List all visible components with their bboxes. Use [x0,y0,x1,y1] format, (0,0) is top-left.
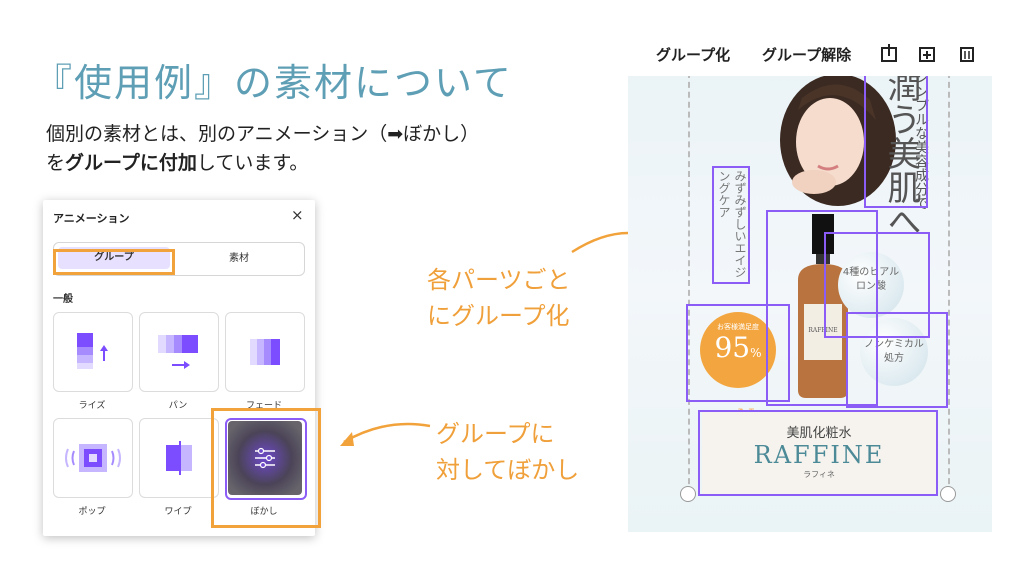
animation-pan[interactable] [139,312,219,392]
ad-bubble-hyaluronic: 4種のヒアルロン酸 [838,252,904,318]
label-fade: フェード [245,401,282,411]
pan-icon [158,335,198,369]
blur-icon [228,421,302,495]
group-box-bottle[interactable] [766,210,878,406]
close-icon[interactable]: × [291,206,304,224]
badge-caption: お客様満足度 [717,323,759,331]
ad-sub-copy: シンプルな美容成分で [913,70,929,210]
label-rise: ライズ [78,401,106,411]
animation-pop[interactable] [53,418,133,498]
ungroup-button[interactable]: グループ解除 [762,46,852,64]
description-bold: グループに付加 [65,152,197,174]
description-line-2: をグループに付加しています。 [46,152,309,174]
highlight-blur-card [211,408,321,528]
animation-blur[interactable] [225,418,307,500]
ad-main-copy: 潤う美肌へ [881,68,921,238]
label-pan: パン [168,401,188,411]
wipe-icon [166,441,192,475]
product-bottle: RAFFINE [798,214,848,398]
slide-description: 個別の素材とは、別のアニメーション（➡ぼかし） をグループに付加しています。 [46,120,479,178]
model-image [780,74,896,206]
rise-icon [77,333,108,369]
annotation-group: 各パーツごと にグループ化 [427,266,571,330]
trash-icon[interactable] [958,44,976,62]
animation-panel: アニメーション × グループ 素材 一般 ライズ パン [43,200,315,536]
duplicate-icon[interactable] [918,44,938,62]
tab-group[interactable]: グループ [58,247,170,269]
share-icon[interactable] [880,44,898,62]
tab-element[interactable]: 素材 [229,253,249,264]
ad-brand-kana: ラフィネ [803,470,835,479]
badge-value: 95% [714,331,762,364]
ad-left-copy: みずみずしいエイジングケア [717,170,747,278]
bottle-label: RAFFINE [808,327,837,334]
highlight-group-tab [53,249,175,275]
label-wipe: ワイプ [164,507,192,517]
group-box-left-copy[interactable] [712,166,750,284]
arrow-head-left [340,432,354,446]
resize-handle-bottom-right[interactable] [940,486,956,502]
resize-handle-bottom-left[interactable] [680,486,696,502]
group-button[interactable]: グループ化 [656,46,731,64]
selection-frame [688,72,950,494]
fade-icon [250,339,280,365]
group-box-bubble1[interactable] [824,232,930,338]
animation-rise[interactable] [53,312,133,392]
pop-icon [65,444,121,472]
group-box-bubble2[interactable] [846,312,948,408]
group-box-title[interactable] [864,68,928,208]
group-box-brand[interactable] [698,410,938,496]
ad-badge: お客様満足度 95% [700,312,776,388]
ad-bubble-nonchemical: ノンケミカル処方 [860,318,928,386]
editor-toolbar: グループ化 グループ解除 [628,0,992,76]
description-line-1: 個別の素材とは、別のアニメーション（➡ぼかし） [46,123,480,145]
section-general: 一般 [53,294,73,305]
animation-fade[interactable] [225,312,305,392]
annotation-blur: グループに 対してぼかし [436,420,580,484]
arrow-to-blur [343,422,431,444]
animation-wipe[interactable] [139,418,219,498]
panel-title: アニメーション [53,212,130,225]
label-pop: ポップ [78,507,106,517]
ad-brand-block: 美肌化粧水 RAFFINE ラフィネ [702,412,936,494]
ad-brand: RAFFINE [753,441,885,469]
slide-title: 『使用例』の素材について [34,61,513,105]
group-box-badge[interactable] [686,304,790,402]
ad-preview: RAFFINE 潤う美肌へ シンプルな美容成分で みずみずしいエイジングケア 4… [628,0,992,532]
animation-tabs: グループ 素材 [53,242,305,276]
label-blur: ぼかし [250,507,278,517]
ad-product-line: 美肌化粧水 [786,426,852,441]
